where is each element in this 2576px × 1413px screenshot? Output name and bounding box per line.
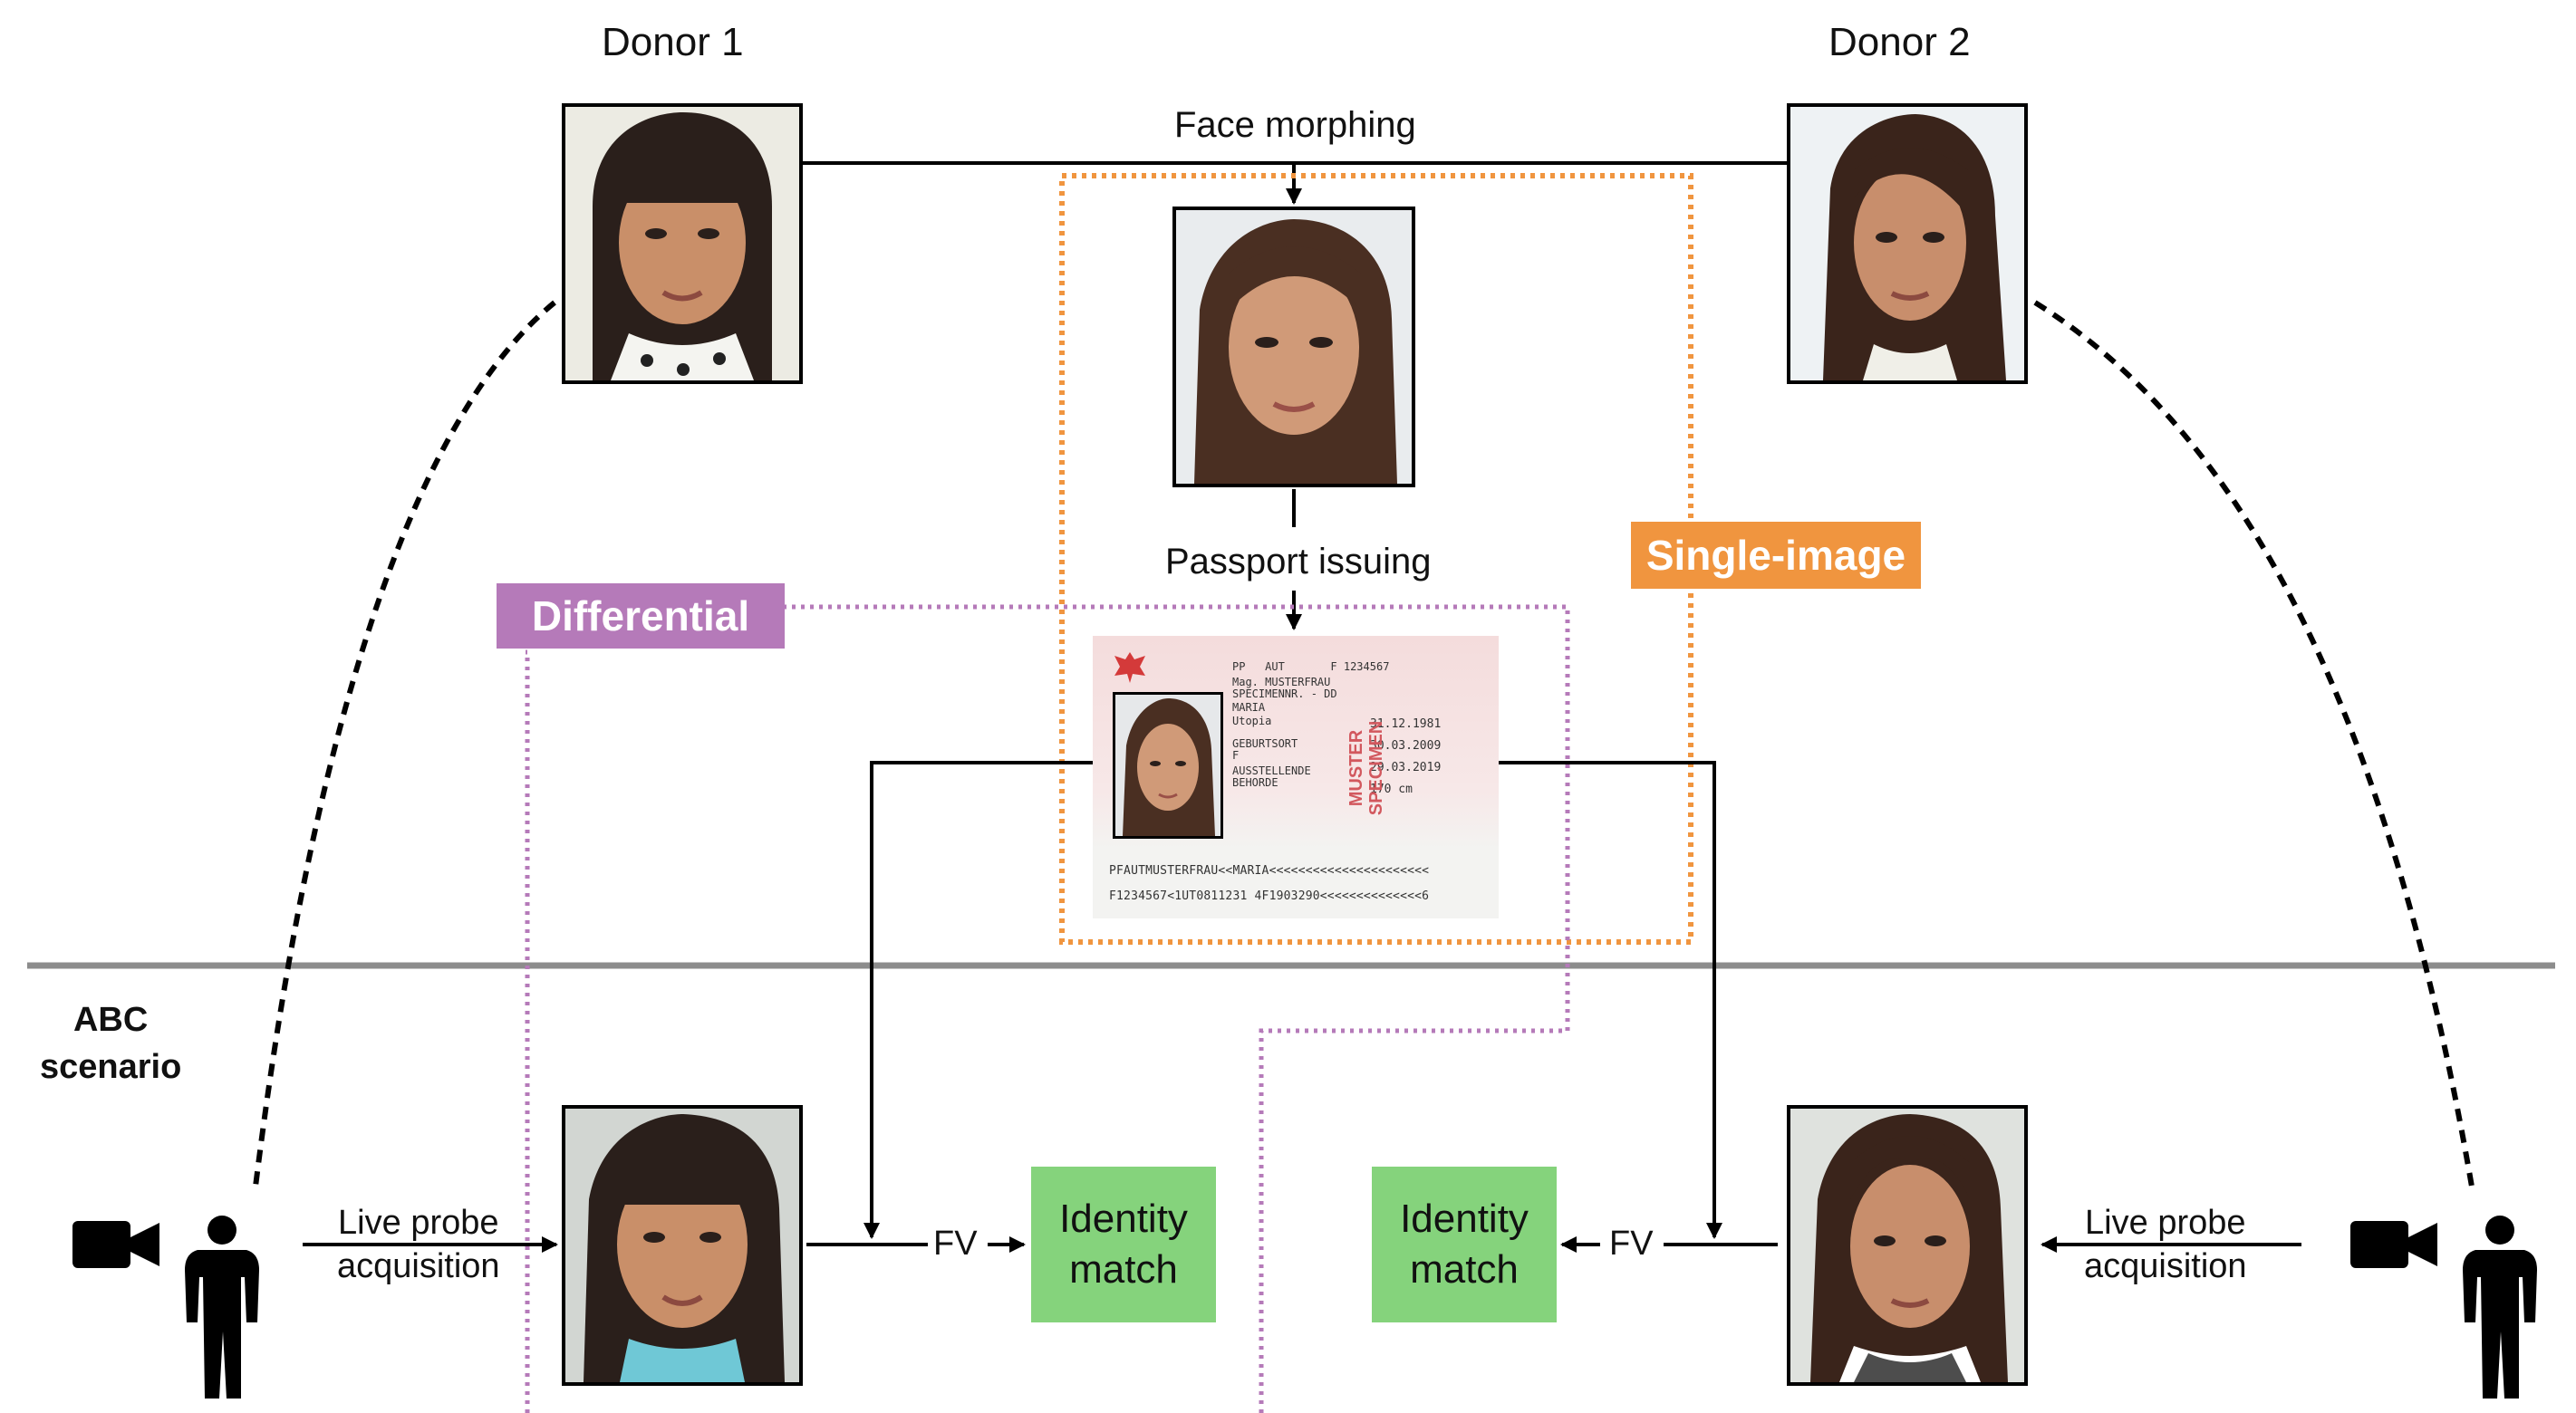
pp-mrz2: F1234567<1UT0811231 4F1903290<<<<<<<<<<<… bbox=[1109, 889, 1430, 903]
donor2-to-person-curve bbox=[2033, 300, 2475, 1187]
scenario-line2: scenario bbox=[40, 1048, 182, 1086]
scenario-label: ABC scenario bbox=[40, 996, 181, 1091]
pp-type: PP bbox=[1232, 660, 1246, 673]
pp-number: F 1234567 bbox=[1330, 660, 1390, 673]
pp-height: 170 cm bbox=[1370, 783, 1413, 796]
live-probe-right-line1: Live probe bbox=[2085, 1204, 2246, 1242]
differential-region-outline bbox=[783, 604, 1570, 1413]
pp-code: AUT bbox=[1265, 660, 1285, 673]
camera-icon bbox=[72, 1219, 159, 1274]
pp-authority2: BEHORDE bbox=[1232, 776, 1278, 789]
live-probe-left-line2: acquisition bbox=[337, 1247, 500, 1285]
pp-authority1: AUSSTELLENDE bbox=[1232, 764, 1311, 777]
donor1-to-person-curve bbox=[253, 300, 556, 1187]
live-probe-label-right: Live probe acquisition bbox=[2084, 1201, 2247, 1288]
donor1-title: Donor 1 bbox=[602, 20, 744, 64]
person-icon-right bbox=[2459, 1214, 2541, 1408]
pp-expiry: 29.03.2019 bbox=[1370, 761, 1442, 774]
live-probe-label-left: Live probe acquisition bbox=[337, 1201, 500, 1288]
identity-match-right-line1: Identity bbox=[1400, 1197, 1529, 1241]
fv-label-left: FV bbox=[933, 1225, 978, 1263]
live-probe-right-line2: acquisition bbox=[2084, 1247, 2247, 1285]
live-probe-photo-left bbox=[562, 1105, 803, 1386]
identity-match-left-line1: Identity bbox=[1059, 1197, 1188, 1241]
pp-birth: 31.12.1981 bbox=[1370, 717, 1442, 731]
camera-icon-right bbox=[2350, 1219, 2437, 1274]
identity-match-box-right: Identity match bbox=[1372, 1167, 1557, 1322]
pp-mrz1: PFAUTMUSTERFRAU<<MARIA<<<<<<<<<<<<<<<<<<… bbox=[1109, 864, 1430, 878]
pp-place: GEBURTSORT bbox=[1232, 737, 1298, 750]
pp-nationality: Utopia bbox=[1232, 715, 1272, 727]
pp-watermark: MUSTER SPECIMEN bbox=[1346, 720, 1386, 816]
pp-issue: 30.03.2009 bbox=[1370, 739, 1442, 753]
identity-match-left-line2: match bbox=[1069, 1247, 1178, 1292]
morphed-photo bbox=[1172, 207, 1415, 487]
donor2-photo bbox=[1787, 103, 2028, 384]
differential-region bbox=[525, 649, 530, 1413]
differential-tag-label: Differential bbox=[531, 592, 750, 639]
pp-surname2: SPECIMENNR. - DD bbox=[1232, 687, 1337, 700]
identity-match-box-left: Identity match bbox=[1031, 1167, 1216, 1322]
passport-to-fv-left bbox=[863, 761, 1114, 1239]
face-morphing-label: Face morphing bbox=[1174, 105, 1416, 145]
person-icon bbox=[181, 1214, 263, 1408]
scenario-line1: ABC bbox=[72, 1001, 149, 1039]
passport-issuing-label: Passport issuing bbox=[1165, 542, 1432, 582]
single-image-tag: Single-image bbox=[1631, 522, 1921, 589]
passport-document: PP AUT F 1234567 Mag. MUSTERFRAU SPECIME… bbox=[1093, 636, 1499, 918]
identity-match-right-line2: match bbox=[1410, 1247, 1519, 1292]
single-image-tag-label: Single-image bbox=[1645, 532, 1906, 579]
emblem-icon bbox=[1111, 649, 1149, 685]
pp-given: MARIA bbox=[1232, 701, 1266, 714]
donor2-title: Donor 2 bbox=[1828, 20, 1971, 64]
fv-label-right: FV bbox=[1609, 1225, 1654, 1263]
live-probe-photo-right bbox=[1787, 1105, 2028, 1386]
pp-surname: Mag. MUSTERFRAU bbox=[1232, 676, 1331, 688]
passport-photo bbox=[1113, 692, 1223, 839]
pp-sex: F bbox=[1232, 749, 1240, 762]
live-probe-left-line1: Live probe bbox=[338, 1204, 499, 1242]
donor1-photo bbox=[562, 103, 803, 384]
differential-tag: Differential bbox=[497, 583, 785, 649]
